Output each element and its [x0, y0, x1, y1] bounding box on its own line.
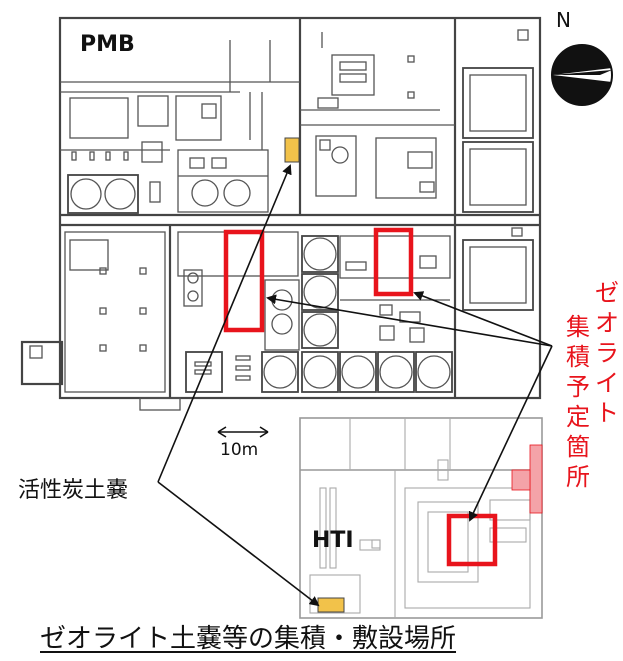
hti-building [299, 417, 543, 619]
vertical-char: ト [595, 399, 619, 427]
figure-caption: ゼオライト土嚢等の集積・敷設場所 [40, 624, 457, 654]
vertical-char: 所 [566, 463, 590, 491]
vertical-char: ゼ [595, 279, 619, 307]
zeolite-area-2 [373, 227, 414, 297]
pmb-building [20, 16, 542, 411]
zeolite-label-col2: ゼオライト [594, 278, 620, 428]
arrows [157, 164, 553, 607]
vertical-char: イ [595, 369, 619, 397]
zeolite-area-1 [223, 229, 265, 333]
zeolite-label-col1: 集積予定箇所 [565, 312, 591, 492]
vertical-char: 集 [566, 313, 590, 341]
vertical-char: ラ [595, 339, 619, 367]
hti-label: HTI [312, 528, 354, 553]
carbon-bag-hti [317, 597, 345, 613]
pmb-label: PMB [80, 32, 135, 57]
carbon-bag-pmb [284, 137, 300, 163]
vertical-char: 積 [566, 343, 590, 371]
vertical-char: オ [595, 309, 619, 337]
north-compass-icon [551, 44, 613, 106]
activated-carbon-bag-label: 活性炭土嚢 [18, 478, 129, 503]
north-label: N [556, 8, 571, 32]
vertical-char: 定 [566, 403, 590, 431]
scale-label: 10m [220, 440, 259, 460]
zeolite-area-3 [446, 513, 498, 567]
vertical-char: 箇 [566, 433, 590, 461]
scale-bar [217, 426, 269, 438]
vertical-char: 予 [566, 373, 590, 401]
